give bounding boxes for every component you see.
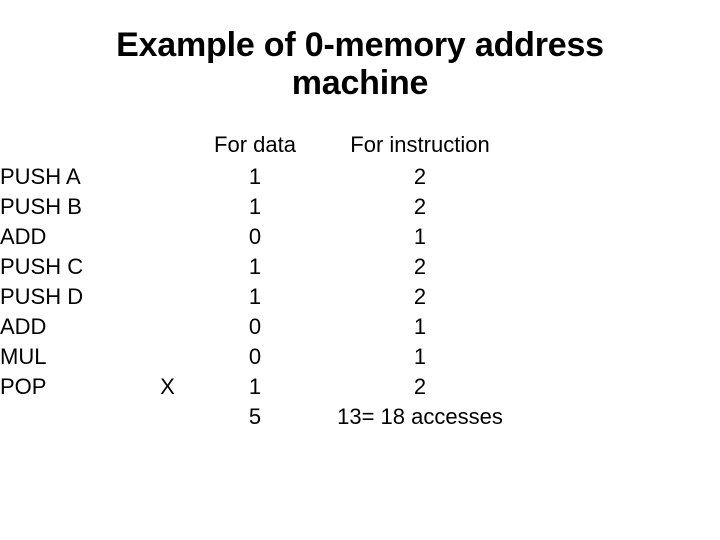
cell-instruction: ADD [0, 224, 47, 249]
cell-data-count: 1 [248, 284, 262, 309]
table-row: ADD 0 1 [0, 312, 535, 342]
column-header-for-data: For data [214, 132, 296, 157]
cell-mark [130, 282, 205, 312]
page-title: Example of 0-memory address machine [116, 26, 604, 102]
cell-instruction: PUSH B [0, 194, 82, 219]
cell-data-count: 1 [248, 254, 262, 279]
cell-mark [130, 252, 205, 282]
total-label [0, 402, 130, 432]
total-instruction-count: 13= 18 accesses [337, 404, 503, 429]
cell-instruction-count: 2 [413, 374, 427, 399]
column-header-instruction [0, 130, 130, 162]
total-data-count: 5 [248, 404, 262, 429]
table-total-row: 5 13= 18 accesses [0, 402, 535, 432]
table-row: MUL 0 1 [0, 342, 535, 372]
cell-data-count: 0 [248, 224, 262, 249]
table-row: PUSH D 1 2 [0, 282, 535, 312]
cell-mark [130, 222, 205, 252]
table-row: PUSH B 1 2 [0, 192, 535, 222]
cell-instruction-count: 2 [413, 194, 427, 219]
cell-data-count: 1 [248, 164, 262, 189]
cell-instruction-count: 2 [413, 254, 427, 279]
cell-data-count: 0 [248, 344, 262, 369]
cell-instruction-count: 1 [413, 224, 427, 249]
cell-instruction: PUSH A [0, 164, 81, 189]
table-row: ADD 0 1 [0, 222, 535, 252]
cell-instruction-count: 1 [413, 314, 427, 339]
table-row: PUSH A 1 2 [0, 162, 535, 192]
cell-data-count: 1 [248, 374, 262, 399]
table-row: PUSH C 1 2 [0, 252, 535, 282]
cell-instruction: MUL [0, 344, 47, 369]
column-header-for-instruction: For instruction [350, 132, 490, 157]
table-row: POP X 1 2 [0, 372, 535, 402]
cell-mark [130, 342, 205, 372]
memory-access-table: For data For instruction PUSH A 1 2 PUSH… [0, 130, 535, 432]
cell-instruction-count: 1 [413, 344, 427, 369]
cell-instruction: PUSH D [0, 284, 84, 309]
cell-instruction-count: 2 [413, 284, 427, 309]
total-mark [130, 402, 205, 432]
cell-mark [130, 162, 205, 192]
cell-instruction: POP [0, 374, 47, 399]
cell-instruction-count: 2 [413, 164, 427, 189]
cell-instruction: ADD [0, 314, 47, 339]
cell-mark-x: X [160, 374, 175, 399]
table-header-row: For data For instruction [0, 130, 535, 162]
memory-access-table-wrap: For data For instruction PUSH A 1 2 PUSH… [0, 130, 720, 432]
cell-data-count: 0 [248, 314, 262, 339]
cell-data-count: 1 [248, 194, 262, 219]
cell-mark [130, 192, 205, 222]
column-header-mark [130, 130, 205, 162]
cell-instruction: PUSH C [0, 254, 84, 279]
cell-mark [130, 312, 205, 342]
